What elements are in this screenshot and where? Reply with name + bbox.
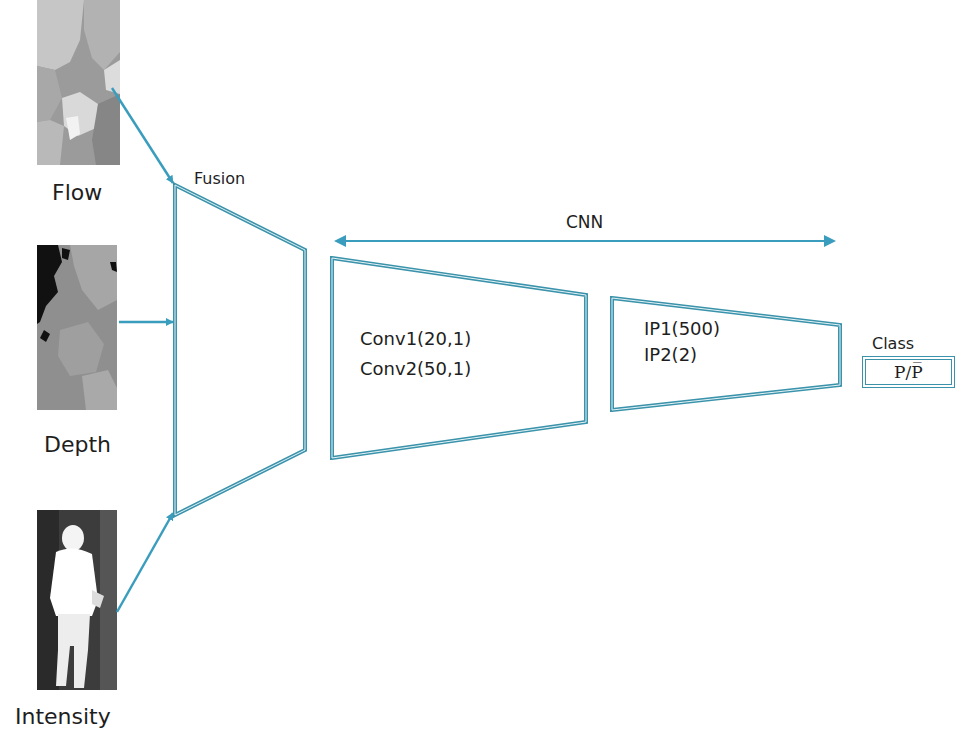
input-arrow [119,321,173,324]
class-box: P/P̅ [862,356,955,388]
node-label: Class [872,334,914,353]
node-text: Conv2(50,1) [360,358,471,380]
span-label: CNN [564,212,605,232]
node-label: Conv1(20,1) [360,328,471,350]
trapezoid-outline [172,166,308,518]
node-label: Intensity [15,704,111,730]
input-image: Flow [37,0,117,206]
input-image: Depth [37,243,119,463]
node-text: P/P̅ [894,362,923,382]
ip-trapezoid: IP1(500) IP2(2) [610,296,842,412]
depth-image [37,245,117,410]
node-label: Fusion [194,169,245,188]
fusion-trapezoid: Fusion [172,166,308,518]
node-label: Depth [44,432,111,458]
flow-image [37,0,120,165]
node-label: IP1(500) [644,318,720,340]
input-image: Intensity [2,510,124,736]
node-label: Flow [52,180,102,206]
input-arrow [117,513,173,612]
node-text: IP2(2) [644,344,697,366]
cnn-span-arrow [334,235,836,247]
class-node: P/P̅ Class [860,334,956,390]
input-arrow [112,88,173,183]
intensity-image [37,510,117,690]
conv-trapezoid: Conv1(20,1) Conv2(50,1) [330,256,588,460]
